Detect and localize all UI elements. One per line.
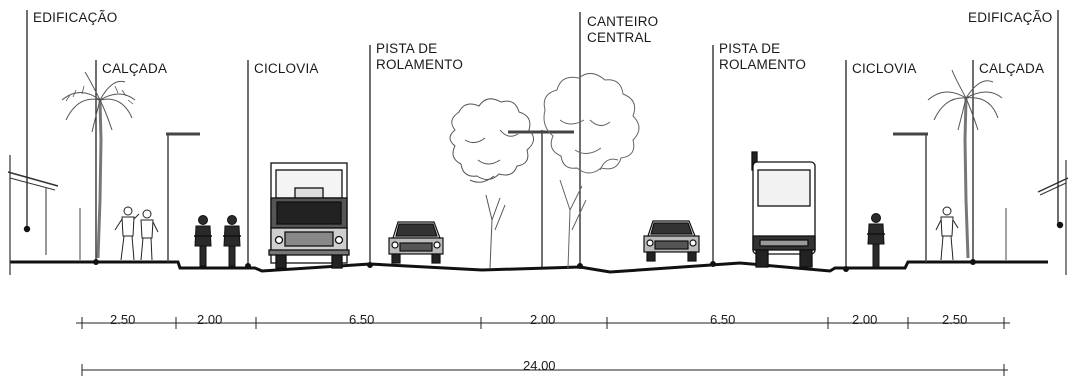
pedestrian-right-icon (935, 206, 959, 261)
car-right-icon (643, 220, 700, 262)
label-calcada-right: CALÇADA (979, 61, 1045, 76)
dimension-line-segments (76, 317, 1010, 329)
ground-profile (10, 260, 1048, 274)
dim-canteiro: 2.00 (530, 312, 556, 327)
palm-tree-right-icon (927, 69, 1003, 259)
dim-total: 24.00 (523, 358, 556, 373)
label-ciclovia-left: CICLOVIA (254, 61, 319, 76)
dimension-line-total (81, 364, 1008, 376)
cyclist-right-icon (867, 213, 885, 268)
label-edificacao-left: EDIFICAÇÃO (33, 10, 118, 25)
building-left (7, 155, 59, 275)
bus-rear-icon (751, 151, 816, 268)
median-tree-right-icon (543, 73, 640, 269)
palm-tree-left-icon (61, 71, 136, 259)
label-edificacao-right: EDIFICAÇÃO (968, 10, 1053, 25)
truck-front-icon (268, 162, 350, 269)
label-pista-rolamento-right: PISTA DE ROLAMENTO (719, 41, 807, 72)
dim-pista-right: 6.50 (710, 312, 736, 327)
building-right (1037, 160, 1069, 275)
dim-calcada-left: 2.50 (110, 312, 136, 327)
street-lamp-right-icon (893, 132, 928, 262)
label-pista-rolamento-left: PISTA DE ROLAMENTO (376, 41, 464, 72)
street-lamp-center-icon (508, 130, 574, 267)
pedestrian-left-2-icon (140, 209, 159, 261)
pedestrian-left-1-icon (114, 206, 140, 261)
median-tree-left-icon (449, 98, 534, 269)
dim-ciclovia-left: 2.00 (197, 312, 223, 327)
cyclist-left-2-icon (223, 215, 241, 267)
label-calcada-left: CALÇADA (102, 61, 168, 76)
bollards (79, 208, 1007, 260)
dim-calcada-right: 2.50 (942, 312, 968, 327)
car-left-icon (388, 221, 444, 264)
label-canteiro-central: CANTEIRO CENTRAL (587, 14, 659, 45)
dim-pista-left: 6.50 (349, 312, 375, 327)
cyclist-left-1-icon (194, 215, 212, 267)
dim-ciclovia-right: 2.00 (852, 312, 878, 327)
pole-dots (23, 221, 1064, 272)
label-ciclovia-right: CICLOVIA (852, 61, 917, 76)
street-lamp-left-icon (166, 132, 200, 262)
label-poles (26, 10, 1059, 269)
